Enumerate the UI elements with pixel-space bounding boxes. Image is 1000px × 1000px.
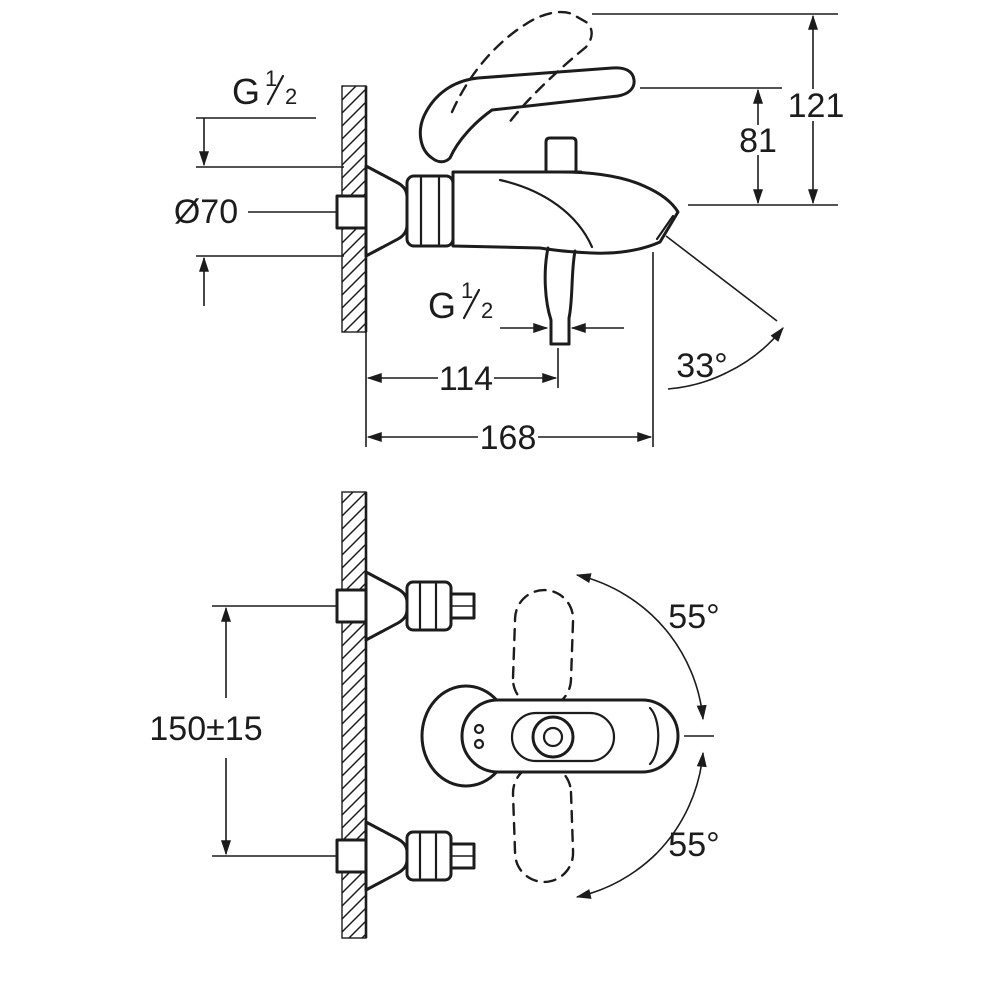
wall-union-square (335, 194, 369, 230)
union-pipe (449, 842, 476, 870)
shower-thread-base-label: G (428, 285, 456, 326)
hex-nut-facets (418, 582, 438, 630)
lower-union (364, 820, 476, 892)
union-hex-nut (405, 174, 455, 248)
leader-line (665, 235, 778, 322)
lever-swing-down-label: 55° (668, 826, 719, 864)
overall-height-label: 121 (788, 87, 845, 125)
body-detail-dot (473, 738, 485, 750)
lever-swung-down-dashed (511, 762, 575, 884)
wall-thread-base-label: G (232, 71, 260, 112)
plan-view: 150±15 55° 55° (149, 491, 720, 939)
wall-thread-numerator: 1 (265, 66, 277, 91)
fraction-slash (462, 288, 481, 320)
dimension-wall-thread: G 1 2 (196, 66, 316, 119)
fraction-slash (266, 74, 285, 106)
wall-union-square (335, 838, 369, 874)
dimension-lever-swing-up: 55° (575, 573, 720, 721)
dimension-lever-swing-down: 55° (575, 751, 720, 899)
escutcheon-bell (364, 570, 409, 642)
shower-outlet-right (567, 249, 577, 346)
body-detail-dot (473, 723, 485, 735)
hex-nut-facets (419, 176, 441, 246)
dimension-connection-spacing: 150±15 (149, 606, 263, 856)
angle-arc (575, 573, 667, 631)
connection-spacing-label: 150±15 (149, 710, 262, 748)
shower-thread-numerator: 1 (461, 278, 473, 303)
union-hex-nut (405, 580, 453, 632)
diverter-knob-top (531, 715, 575, 759)
side-view: G 1 2 Ø70 121 81 (174, 10, 845, 457)
upper-union (364, 570, 476, 642)
dimension-overall-depth: 168 (366, 252, 654, 457)
shower-outlet-left (543, 246, 553, 346)
lever-tip-contour (648, 706, 660, 766)
angle-arc (727, 327, 784, 373)
escutcheon-bell (364, 164, 409, 258)
hex-nut-facets (418, 832, 438, 880)
dimension-spout-angle: 33° (665, 235, 784, 390)
spout-angle-label: 33° (676, 347, 727, 385)
dimension-lever-height: 81 (640, 87, 782, 205)
angle-arc (575, 852, 658, 899)
dimension-overall-height: 121 (592, 13, 845, 206)
diameter-label: Ø70 (174, 193, 238, 231)
spout-outlet-line (655, 214, 675, 241)
angle-arc (667, 371, 729, 390)
union-pipe (449, 592, 476, 620)
shower-outlet-depth-label: 114 (439, 360, 493, 398)
overall-depth-label: 168 (480, 419, 537, 457)
lever-height-label: 81 (739, 122, 777, 160)
lever-swung-up-dashed (511, 588, 575, 710)
diverter-knob-center (542, 726, 564, 748)
dimension-shower-thread: G 1 2 (428, 278, 624, 333)
lever-inner-contour (510, 711, 616, 763)
angle-arc (656, 751, 707, 854)
escutcheon-bell (364, 820, 409, 892)
dimension-shower-outlet-depth: 114 (365, 332, 559, 447)
diverter-knob (544, 136, 578, 174)
lever-handle-raised-dashed (450, 10, 593, 126)
lever-swing-up-label: 55° (668, 598, 719, 636)
angle-arc (665, 629, 707, 721)
lever-handle (418, 66, 636, 164)
wall-thread-denominator: 2 (285, 84, 297, 109)
union-hex-nut (405, 830, 453, 882)
wall-union-square (335, 588, 369, 624)
dimension-escutcheon-diameter: Ø70 (174, 118, 344, 306)
body-contour-line (498, 178, 594, 249)
shower-thread-denominator: 2 (481, 298, 493, 323)
